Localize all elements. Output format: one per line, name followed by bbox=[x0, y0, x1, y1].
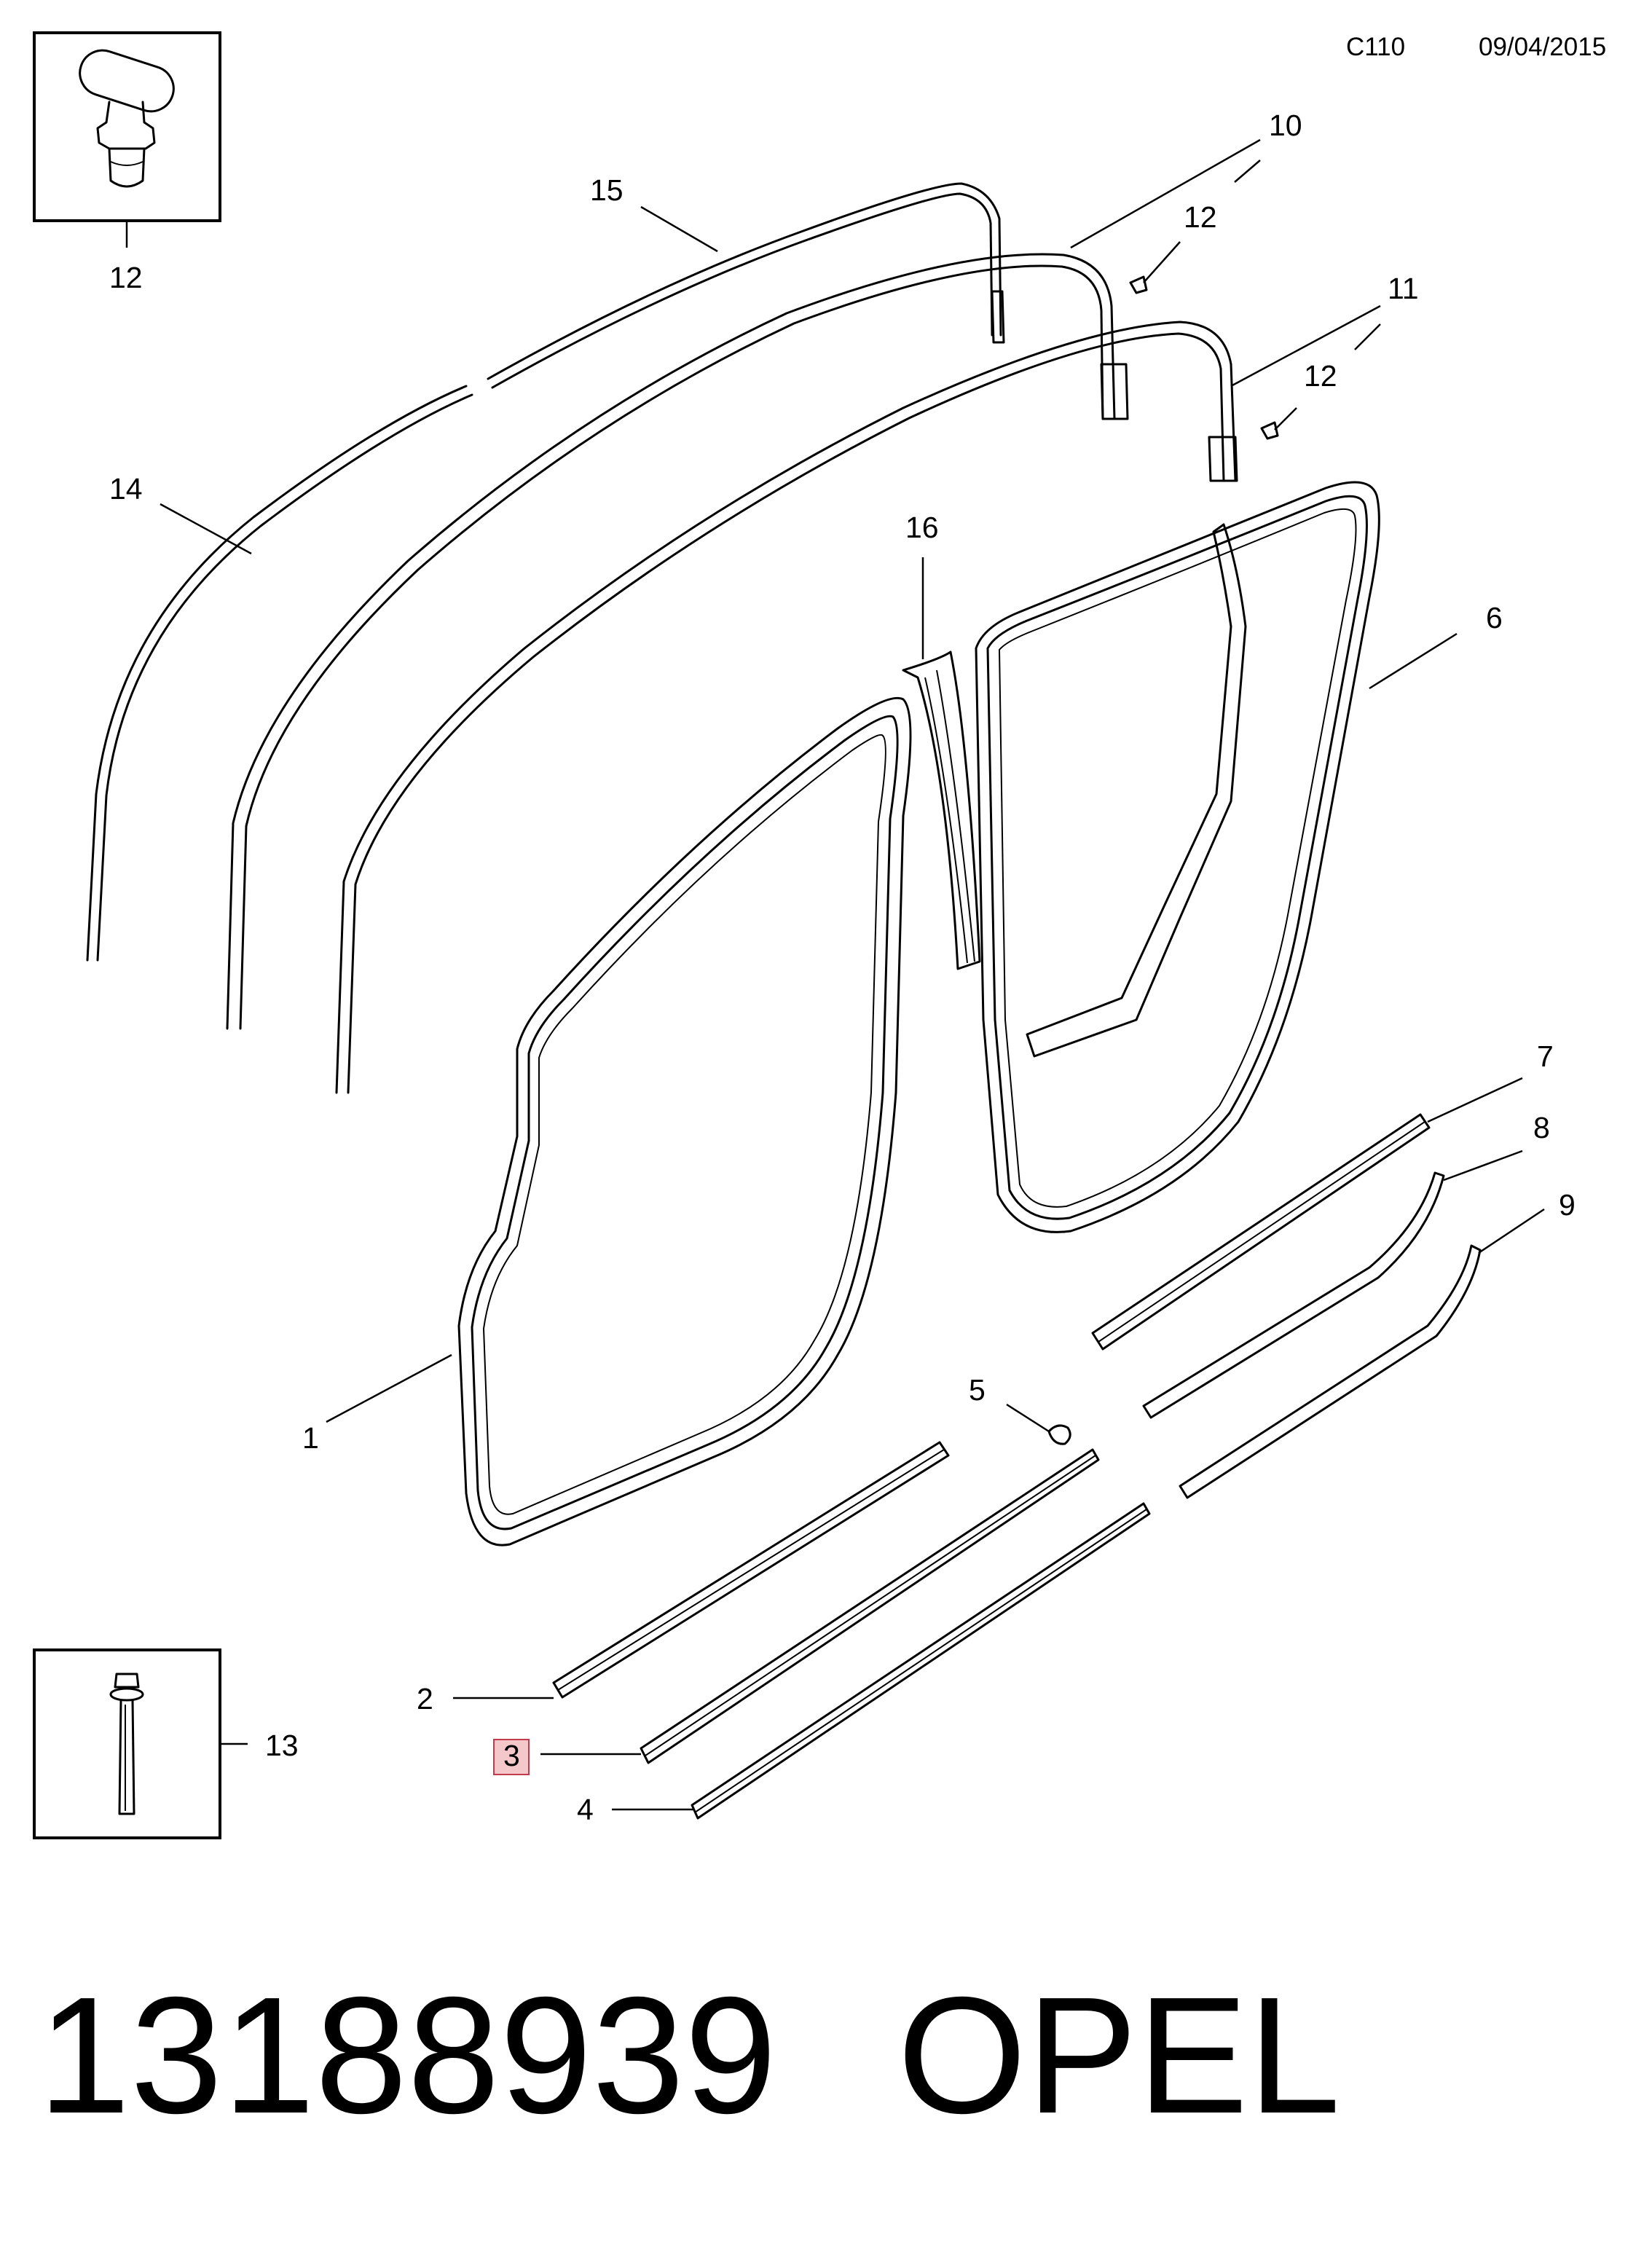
callout-16: 16 bbox=[905, 511, 939, 544]
callout-labels: 10 12 11 12 12 15 14 16 6 7 8 9 5 1 2 3 … bbox=[109, 109, 1576, 1826]
callout-15: 15 bbox=[590, 173, 624, 207]
part-6-rear-door-seal bbox=[975, 481, 1380, 1233]
callout-12-upper: 12 bbox=[1184, 200, 1217, 234]
part-8-rail bbox=[1142, 1171, 1445, 1419]
part-12-clip-upper bbox=[1129, 275, 1148, 294]
part-4-sill bbox=[691, 1502, 1151, 1820]
clip-icon bbox=[79, 49, 175, 188]
part-number: 13188939 bbox=[38, 1963, 776, 2148]
part-16-pillar-seal bbox=[902, 651, 981, 970]
part-10-seal bbox=[226, 253, 1129, 1030]
callout-10: 10 bbox=[1269, 109, 1302, 142]
part-5-clip bbox=[1047, 1424, 1071, 1445]
callout-7: 7 bbox=[1537, 1039, 1554, 1073]
inset-clip-12 bbox=[33, 31, 221, 248]
part-7-rail bbox=[1091, 1113, 1431, 1351]
callout-1: 1 bbox=[302, 1421, 319, 1455]
leader-lines bbox=[160, 138, 1545, 1811]
brand-name: OPEL bbox=[897, 1963, 1340, 2148]
callout-8: 8 bbox=[1533, 1111, 1550, 1144]
callout-2: 2 bbox=[417, 1682, 433, 1716]
callout-5: 5 bbox=[969, 1373, 986, 1407]
part-1-front-door-seal bbox=[457, 696, 912, 1547]
callout-14: 14 bbox=[109, 472, 143, 506]
inset-rivet-13 bbox=[33, 1648, 248, 1839]
part-12-clip-lower bbox=[1260, 421, 1279, 440]
callout-13: 13 bbox=[265, 1729, 299, 1762]
part-11-seal bbox=[335, 321, 1238, 1094]
callout-9: 9 bbox=[1559, 1188, 1576, 1222]
rivet-icon bbox=[109, 1673, 144, 1815]
part-14-roof-trim bbox=[86, 182, 1005, 962]
model-code: C110 bbox=[1346, 33, 1405, 61]
callout-12-lower: 12 bbox=[1304, 359, 1337, 393]
callout-3: 3 bbox=[503, 1739, 520, 1772]
callout-12-inset: 12 bbox=[109, 261, 143, 294]
callout-6: 6 bbox=[1486, 601, 1503, 634]
callout-3-highlight bbox=[493, 1739, 530, 1775]
part-3-sill bbox=[640, 1448, 1100, 1764]
part-2-sill bbox=[552, 1441, 950, 1699]
diagram-date: 09/04/2015 bbox=[1479, 33, 1606, 61]
part-9-rail bbox=[1179, 1244, 1482, 1499]
callout-4: 4 bbox=[577, 1793, 594, 1826]
callout-11: 11 bbox=[1388, 272, 1419, 305]
